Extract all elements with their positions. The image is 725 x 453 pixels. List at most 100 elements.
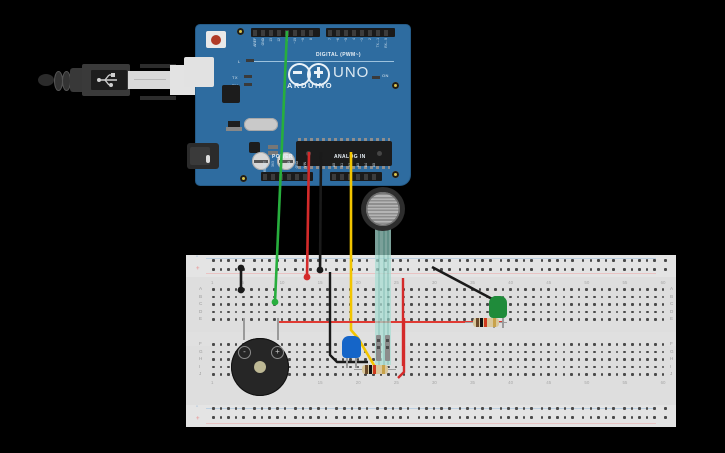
breadboard-hole[interactable] <box>570 343 573 346</box>
breadboard-hole[interactable] <box>341 303 345 306</box>
breadboard-hole[interactable] <box>425 416 428 419</box>
breadboard-hole[interactable] <box>402 358 406 361</box>
breadboard-hole[interactable] <box>597 268 600 271</box>
breadboard-hole[interactable] <box>615 343 619 346</box>
usb-cable[interactable] <box>30 62 205 100</box>
breadboard-hole[interactable] <box>604 259 608 262</box>
breadboard-hole[interactable] <box>661 303 665 306</box>
breadboard-hole[interactable] <box>562 303 566 306</box>
breadboard-hole[interactable] <box>364 350 367 354</box>
breadboard-hole[interactable] <box>440 350 444 354</box>
breadboard-hole[interactable] <box>260 407 264 410</box>
breadboard-hole[interactable] <box>303 288 307 291</box>
breadboard-hole[interactable] <box>486 303 489 306</box>
breadboard-hole[interactable] <box>432 288 436 291</box>
breadboard-hole[interactable] <box>425 318 428 321</box>
breadboard-hole[interactable] <box>570 318 573 321</box>
breadboard-hole[interactable] <box>387 365 390 369</box>
breadboard-hole[interactable] <box>532 310 535 314</box>
breadboard-hole[interactable] <box>631 343 634 346</box>
breadboard-hole[interactable] <box>333 295 337 299</box>
breadboard-hole[interactable] <box>410 288 413 291</box>
breadboard-hole[interactable] <box>417 343 421 346</box>
breadboard-hole[interactable] <box>608 318 611 321</box>
breadboard-hole[interactable] <box>471 288 474 291</box>
breadboard-hole[interactable] <box>548 268 551 271</box>
breadboard-hole[interactable] <box>612 268 615 271</box>
breadboard-hole[interactable] <box>661 343 665 346</box>
breadboard-hole[interactable] <box>317 259 320 262</box>
breadboard-hole[interactable] <box>571 259 574 262</box>
breadboard-hole[interactable] <box>432 295 436 299</box>
breadboard-hole[interactable] <box>227 373 230 376</box>
breadboard-hole[interactable] <box>303 303 307 306</box>
breadboard-hole[interactable] <box>260 268 264 271</box>
breadboard-hole[interactable] <box>349 295 352 299</box>
breadboard-hole[interactable] <box>593 350 596 354</box>
breadboard-hole[interactable] <box>516 365 520 369</box>
breadboard-hole[interactable] <box>425 268 428 271</box>
breadboard-hole[interactable] <box>448 365 451 369</box>
breadboard-hole[interactable] <box>645 416 649 419</box>
breadboard-hole[interactable] <box>509 365 512 369</box>
breadboard-hole[interactable] <box>440 318 444 321</box>
breadboard-hole[interactable] <box>585 310 588 314</box>
breadboard-hole[interactable] <box>631 365 634 369</box>
breadboard-hole[interactable] <box>250 295 253 299</box>
breadboard-hole[interactable] <box>288 303 291 306</box>
breadboard-hole[interactable] <box>227 288 230 291</box>
breadboard-hole[interactable] <box>556 268 559 271</box>
breadboard-hole[interactable] <box>645 407 649 410</box>
breadboard-hole[interactable] <box>253 416 256 419</box>
breadboard-hole[interactable] <box>638 318 642 321</box>
breadboard-hole[interactable] <box>501 350 505 354</box>
breadboard-hole[interactable] <box>425 343 428 346</box>
breadboard-hole[interactable] <box>570 365 573 369</box>
breadboard-hole[interactable] <box>638 350 642 354</box>
breadboard-hole[interactable] <box>577 295 581 299</box>
breadboard-hole[interactable] <box>615 373 619 376</box>
breadboard-hole[interactable] <box>349 318 352 321</box>
breadboard-hole[interactable] <box>394 318 398 321</box>
breadboard-hole[interactable] <box>473 407 477 410</box>
breadboard-hole[interactable] <box>532 288 535 291</box>
breadboard-hole[interactable] <box>585 303 588 306</box>
breadboard-hole[interactable] <box>440 303 444 306</box>
breadboard-hole[interactable] <box>493 373 497 376</box>
breadboard-hole[interactable] <box>234 268 238 271</box>
breadboard-hole[interactable] <box>608 343 611 346</box>
breadboard-hole[interactable] <box>646 365 649 369</box>
breadboard-hole[interactable] <box>303 358 307 361</box>
breadboard-hole[interactable] <box>317 268 320 271</box>
breadboard-hole[interactable] <box>268 416 271 419</box>
breadboard-hole[interactable] <box>311 288 314 291</box>
breadboard-hole[interactable] <box>501 288 505 291</box>
breadboard-hole[interactable] <box>631 310 634 314</box>
breadboard-hole[interactable] <box>570 358 573 361</box>
breadboard-hole[interactable] <box>638 259 641 262</box>
breadboard-hole[interactable] <box>311 358 314 361</box>
breadboard-hole[interactable] <box>630 416 634 419</box>
breadboard-hole[interactable] <box>257 310 261 314</box>
breadboard-hole[interactable] <box>638 416 641 419</box>
breadboard-hole[interactable] <box>447 416 451 419</box>
breadboard-hole[interactable] <box>493 350 497 354</box>
breadboard-hole[interactable] <box>463 365 467 369</box>
breadboard-hole[interactable] <box>516 318 520 321</box>
breadboard-hole[interactable] <box>242 310 246 314</box>
breadboard-hole[interactable] <box>432 350 436 354</box>
breadboard-hole[interactable] <box>562 373 566 376</box>
breadboard-hole[interactable] <box>242 268 246 271</box>
breadboard-hole[interactable] <box>585 295 588 299</box>
breadboard-hole[interactable] <box>417 350 421 354</box>
breadboard-hole[interactable] <box>417 358 421 361</box>
breadboard-hole[interactable] <box>372 373 375 376</box>
breadboard-hole[interactable] <box>524 310 527 314</box>
breadboard-hole[interactable] <box>295 350 299 354</box>
breadboard-hole[interactable] <box>539 343 543 346</box>
breadboard-hole[interactable] <box>295 288 299 291</box>
breadboard-hole[interactable] <box>358 416 361 419</box>
breadboard-hole[interactable] <box>532 295 535 299</box>
breadboard-hole[interactable] <box>324 407 328 410</box>
breadboard-hole[interactable] <box>455 310 459 314</box>
